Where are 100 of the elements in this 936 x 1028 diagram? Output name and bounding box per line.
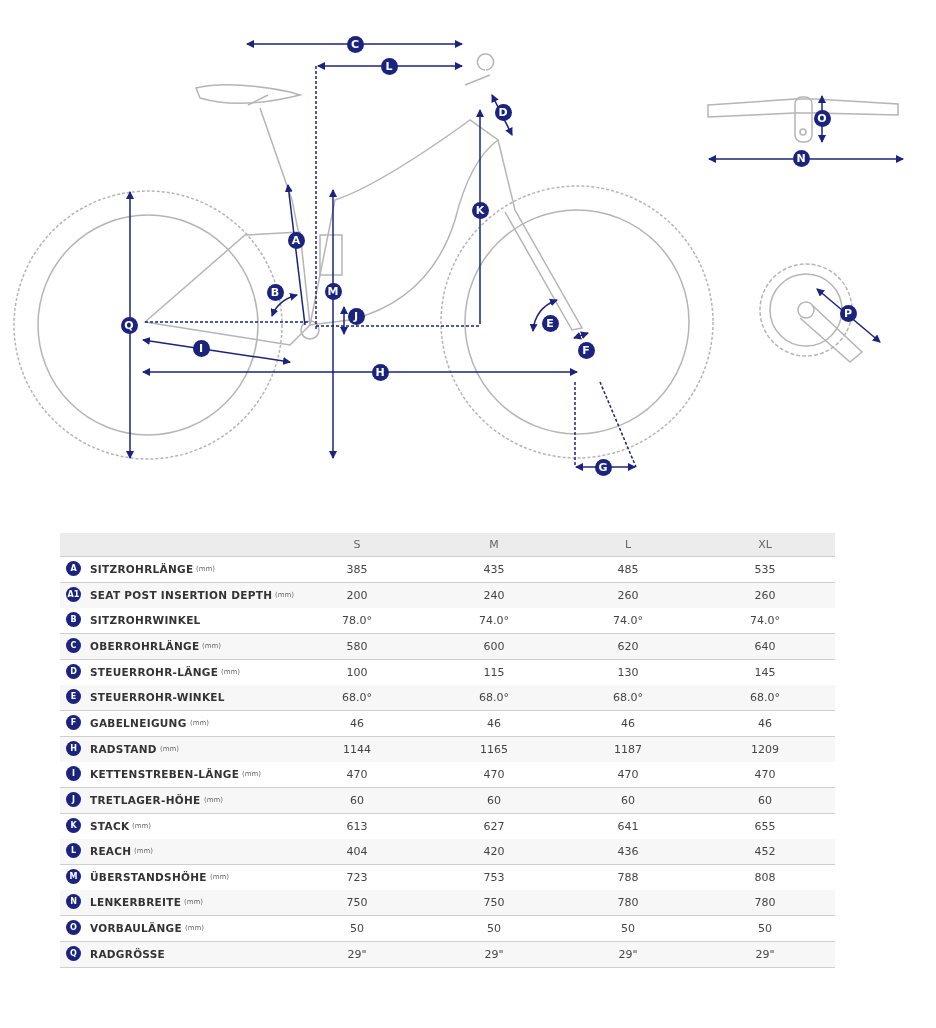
parameter-name: SITZROHRLÄNGE (90, 562, 194, 577)
size-heading: L (623, 537, 633, 553)
callout-letter: I (192, 339, 210, 357)
size-value: 74.0° (612, 613, 644, 630)
size-value: 385 (345, 562, 369, 578)
size-value: 470 (345, 767, 369, 784)
parameter-name: REACH (90, 844, 132, 860)
parameter-name: RADSTAND (90, 741, 157, 757)
row-letter-badge: Q (66, 945, 81, 961)
callout-letter: B (266, 283, 284, 301)
size-value: 404 (345, 844, 369, 861)
size-value: 753 (482, 869, 506, 886)
size-value: 788 (616, 869, 640, 886)
size-heading: XL (757, 537, 773, 553)
callout-letter: C (346, 35, 364, 53)
size-value: 145 (753, 664, 777, 681)
size-value: 780 (753, 895, 777, 912)
size-value: 50 (486, 921, 502, 938)
size-value: 640 (753, 638, 777, 655)
row-letter-badge: M (66, 868, 81, 884)
size-value: 74.0° (478, 613, 510, 630)
parameter-name: KETTENSTREBEN-LÄNGE (90, 767, 240, 783)
size-value: 68.0° (341, 690, 373, 707)
parameter-name: OBERROHRLÄNGE (90, 638, 200, 654)
size-value: 780 (616, 895, 640, 912)
parameter-name: GABELNEIGUNG (90, 715, 187, 731)
callout-letter: O (813, 109, 831, 127)
size-value: 68.0° (612, 690, 644, 707)
size-value: 723 (345, 869, 369, 886)
size-value: 435 (482, 562, 506, 578)
row-letter-badge: F (66, 714, 81, 730)
size-value: 613 (345, 818, 369, 835)
callout-letter: P (839, 304, 857, 322)
size-value: 240 (482, 587, 506, 604)
row-letter-badge: O (66, 920, 81, 936)
size-value: 46 (620, 715, 636, 732)
size-value: 260 (753, 587, 777, 604)
size-value: 60 (486, 792, 502, 809)
parameter-name: STEUERROHR-WINKEL (90, 690, 225, 706)
size-value: 1165 (479, 741, 509, 758)
size-value: 600 (482, 638, 506, 655)
size-value: 60 (757, 792, 773, 809)
callout-letter: D (494, 103, 512, 121)
callout-letter: E (541, 314, 559, 332)
row-letter-badge: I (66, 766, 81, 782)
size-value: 50 (757, 921, 773, 938)
size-value: 627 (482, 818, 506, 835)
size-value: 100 (345, 664, 369, 681)
size-value: 46 (486, 715, 502, 732)
parameter-name: ÜBERSTANDSHÖHE (90, 869, 207, 885)
size-value: 260 (616, 587, 640, 604)
callout-letter: J (347, 307, 365, 325)
callout-letter: N (792, 149, 810, 167)
size-value: 29" (346, 946, 368, 963)
row-letter-badge: C (66, 637, 81, 653)
row-letter-badge: D (66, 663, 81, 679)
size-value: 750 (482, 895, 506, 912)
callout-letter: H (371, 363, 389, 381)
size-value: 130 (616, 664, 640, 681)
size-value: 655 (753, 818, 777, 835)
row-letter-badge: K (66, 817, 81, 833)
callout-letter: M (324, 282, 342, 300)
size-value: 29" (617, 946, 639, 963)
size-value: 68.0° (749, 690, 781, 707)
row-letter-badge: B (66, 612, 81, 628)
size-value: 200 (345, 587, 369, 604)
row-letter-badge: E (66, 689, 81, 705)
callout-letter: A (287, 231, 305, 249)
size-value: 470 (616, 767, 640, 784)
parameter-name: VORBAULÄNGE (90, 921, 182, 937)
size-value: 535 (753, 562, 777, 578)
row-letter-badge: A1 (66, 586, 81, 602)
row-letter-badge: H (66, 740, 81, 756)
callout-letter: L (380, 57, 398, 75)
parameter-name: LENKERBREITE (90, 895, 182, 911)
size-value: 470 (482, 767, 506, 784)
size-value: 580 (345, 638, 369, 655)
size-value: 50 (349, 921, 365, 938)
size-value: 620 (616, 638, 640, 655)
size-value: 470 (753, 767, 777, 784)
row-letter-badge: J (66, 791, 81, 807)
size-heading: M (488, 537, 500, 553)
size-value: 29" (483, 946, 505, 963)
size-value: 46 (757, 715, 773, 732)
size-value: 50 (620, 921, 636, 938)
parameter-name: TRETLAGER-HÖHE (90, 792, 201, 808)
size-value: 115 (482, 664, 506, 681)
parameter-name: RADGRÖSSE (90, 946, 166, 962)
size-value: 641 (616, 818, 640, 835)
size-heading: S (352, 537, 362, 553)
parameter-name: SEAT POST INSERTION DEPTH (90, 587, 273, 603)
size-value: 29" (754, 946, 776, 963)
callout-letter: K (471, 201, 489, 219)
callout-letter: Q (120, 316, 138, 334)
size-value: 1144 (342, 741, 372, 758)
callout-letter: F (577, 341, 595, 359)
size-value: 1187 (613, 741, 643, 758)
parameter-name: SITZROHRWINKEL (90, 613, 201, 629)
callout-letter: G (594, 458, 612, 476)
row-letter-badge: A (66, 561, 81, 576)
